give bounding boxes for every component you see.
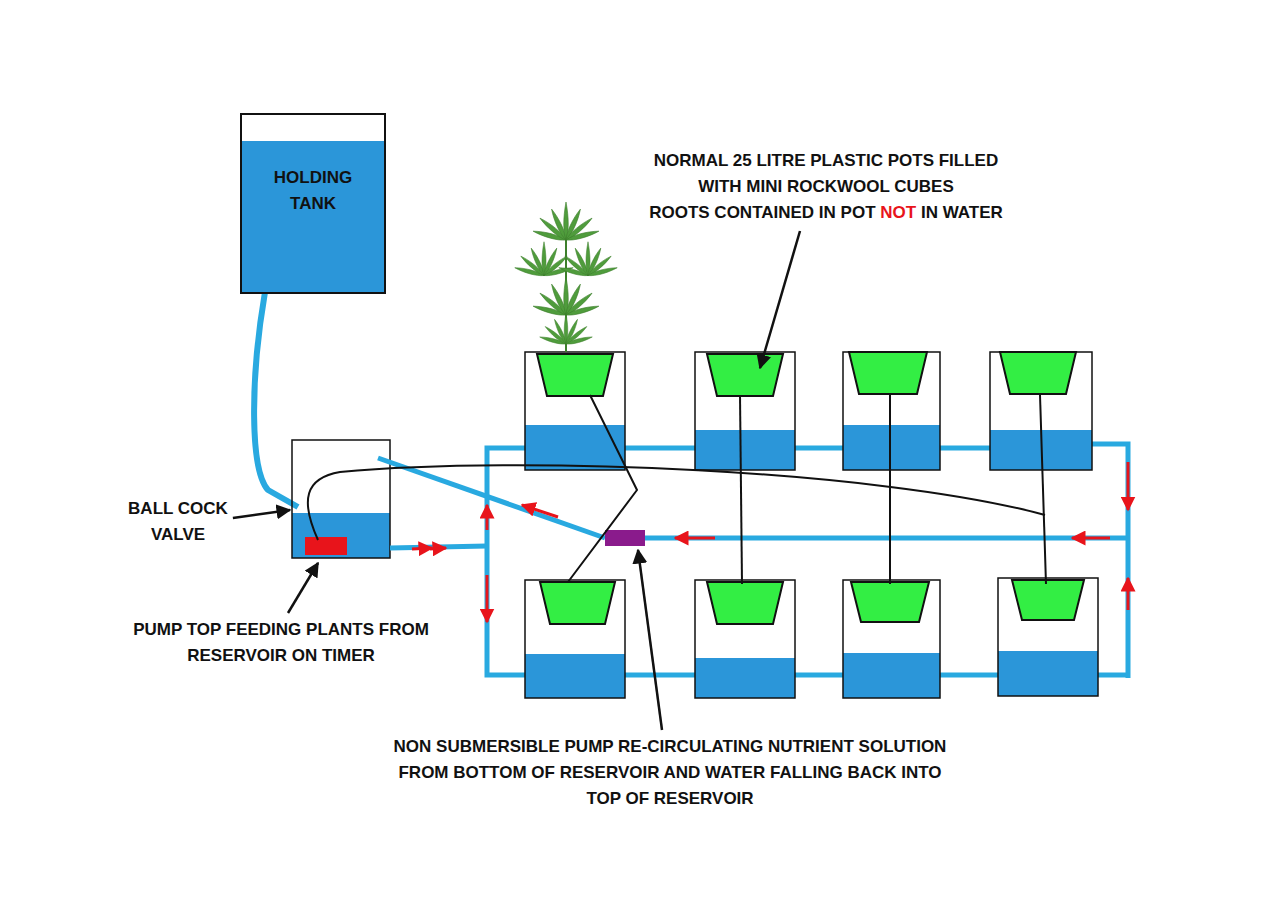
leader-line	[760, 231, 800, 368]
leader-line	[638, 550, 662, 730]
drip-lines	[308, 395, 1046, 584]
emphasis-word: NOT	[880, 203, 916, 222]
holding-tank: HOLDING TANK	[240, 113, 386, 294]
flow-arrows	[412, 462, 1128, 622]
recirculation-note: NON SUBMERSIBLE PUMP RE-CIRCULATING NUTR…	[385, 734, 955, 812]
leader-line	[288, 563, 318, 613]
leader-line	[233, 510, 290, 518]
pot-note: NORMAL 25 LITRE PLASTIC POTS FILLED WITH…	[646, 148, 1006, 200]
cannabis-plant	[514, 202, 617, 352]
pot-note: IN WATER	[921, 203, 1003, 222]
pipework	[378, 444, 1128, 678]
tank-label: HOLDING TANK	[242, 165, 384, 217]
pot-note-line: ROOTS CONTAINED IN POT NOT IN WATER	[649, 200, 1003, 226]
recirculating-pump	[605, 530, 645, 546]
top-feed-pump	[305, 537, 347, 555]
valve-label: BALL COCK VALVE	[108, 496, 248, 548]
pot-note: ROOTS CONTAINED IN POT	[649, 203, 875, 222]
reservoir	[292, 440, 390, 558]
plant-pots	[525, 352, 1098, 698]
pump-label: PUMP TOP FEEDING PLANTS FROM RESERVOIR O…	[126, 617, 436, 669]
